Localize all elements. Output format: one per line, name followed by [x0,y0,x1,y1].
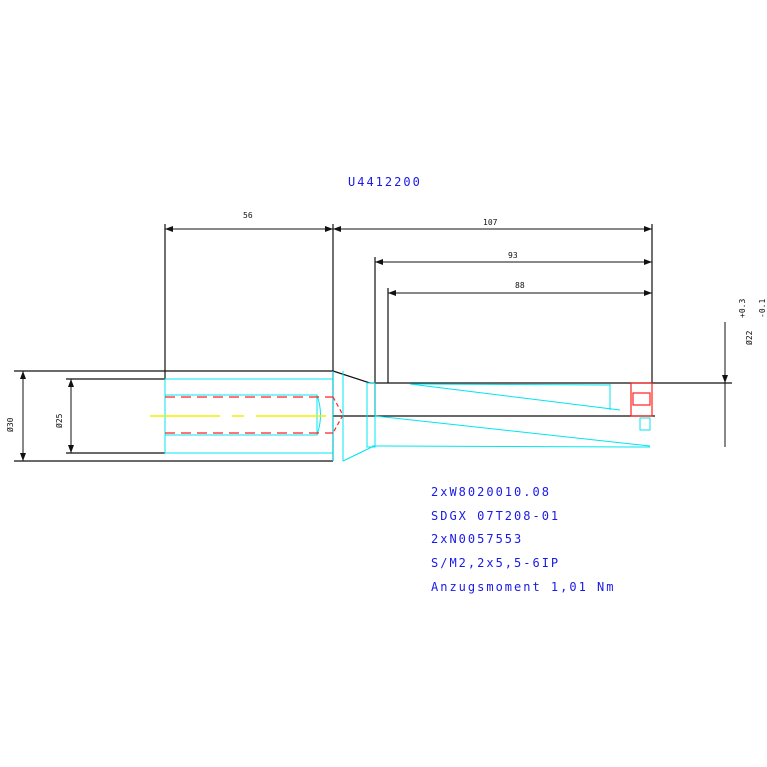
note-insert-2: SDGX 07T208-01 [431,509,560,523]
dimension-lines [20,226,728,461]
dim-107: 107 [483,218,498,227]
dimension-labels: 56 107 93 88 Ø30 Ø25 Ø22 +0.3 -0.1 [5,211,767,432]
tool-outline [164,371,651,462]
extension-lines [14,224,732,462]
notes: 2xW8020010.08 SDGX 07T208-01 2xN0057553 … [431,485,616,594]
tol-lower: -0.1 [758,299,767,318]
part-number: U4412200 [348,175,422,189]
dim-56: 56 [243,211,253,220]
dim-88: 88 [515,281,525,290]
dim-93: 93 [508,251,518,260]
note-screw: 2xN0057553 [431,532,523,546]
note-insert-1: 2xW8020010.08 [431,485,551,499]
hidden-lines [165,382,653,434]
tol-upper: +0.3 [738,299,747,318]
dim-dia-25: Ø25 [54,413,64,428]
note-torque: Anzugsmoment 1,01 Nm [431,580,616,594]
note-key: S/M2,2x5,5-6IP [431,556,560,570]
dim-dia-30: Ø30 [5,417,15,432]
dim-dia-22: Ø22 [744,330,754,345]
